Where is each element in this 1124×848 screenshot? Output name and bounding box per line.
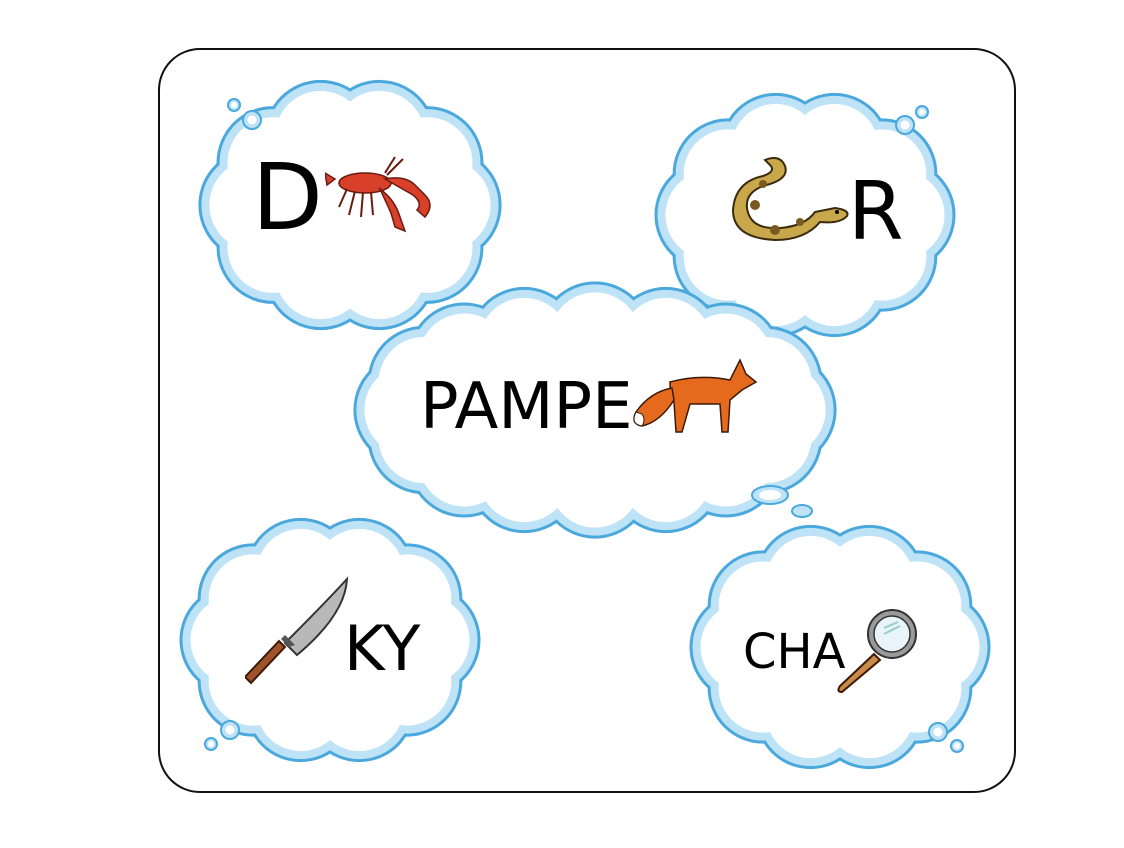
thought-cloud [353,281,837,539]
fox-icon [633,358,758,433]
worksheet-frame [158,48,1016,793]
magnifying-glass-icon [837,609,917,694]
thought-cloud [198,79,502,331]
thought-cloud [654,92,956,338]
cloud-word-ky: KY [344,612,421,685]
cloud-word-d: D [252,144,323,251]
cloud-word-pampe: PAMPE [420,370,633,444]
lobster-icon [325,156,431,233]
snake-icon [731,157,849,242]
cloud-word-cha: CHA [743,624,846,680]
knife-icon [245,576,349,685]
cloud-word-r: R [848,165,904,258]
